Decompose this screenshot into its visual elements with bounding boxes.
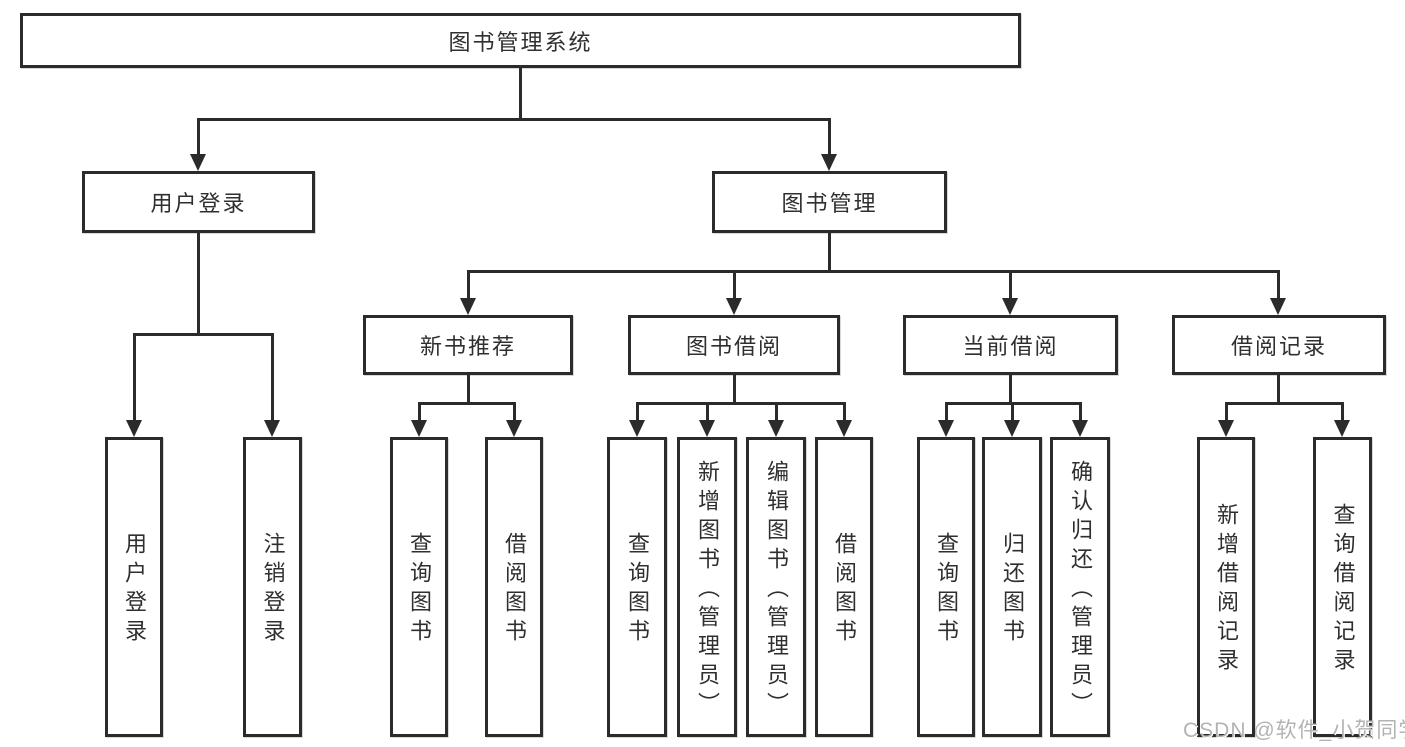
node-book-management: 图书管理: [712, 171, 947, 233]
arrowhead-icon: [1334, 420, 1350, 437]
leaf-query-books-recommend: 查询图书: [390, 437, 448, 737]
connector-line: [418, 402, 516, 405]
leaf-user-login: 用户登录: [105, 437, 163, 737]
leaf-edit-book-admin: 编辑图书（管理员）: [746, 437, 806, 737]
arrowhead-icon: [126, 420, 142, 437]
connector-line: [467, 270, 470, 299]
connector-line: [636, 402, 639, 421]
node-root-library-system: 图书管理系统: [20, 13, 1021, 68]
node-current-borrowing: 当前借阅: [903, 315, 1118, 375]
arrowhead-icon: [699, 420, 715, 437]
arrowhead-icon: [768, 420, 784, 437]
leaf-query-books-current: 查询图书: [917, 437, 975, 737]
connector-line: [133, 333, 136, 421]
connector-line: [271, 333, 274, 421]
leaf-return-book: 归还图书: [982, 437, 1042, 737]
arrowhead-icon: [629, 420, 645, 437]
connector-line: [733, 375, 736, 405]
leaf-add-borrow-record: 新增借阅记录: [1197, 437, 1255, 737]
node-borrowing-records: 借阅记录: [1172, 315, 1386, 375]
leaf-add-book-admin: 新增图书（管理员）: [677, 437, 737, 737]
arrowhead-icon: [1270, 298, 1286, 315]
connector-line: [775, 402, 778, 421]
connector-line: [1277, 270, 1280, 299]
arrowhead-icon: [506, 420, 522, 437]
leaf-confirm-return-admin: 确认归还（管理员）: [1050, 437, 1110, 737]
connector-line: [636, 402, 845, 405]
connector-line: [843, 402, 846, 421]
connector-line: [828, 233, 831, 272]
connector-line: [1009, 375, 1012, 405]
arrowhead-icon: [1218, 420, 1234, 437]
connector-line: [733, 270, 736, 299]
connector-line: [945, 402, 948, 421]
arrowhead-icon: [1004, 420, 1020, 437]
connector-line: [467, 270, 1280, 273]
arrowhead-icon: [190, 154, 206, 171]
arrowhead-icon: [938, 420, 954, 437]
connector-line: [706, 402, 709, 421]
arrowhead-icon: [836, 420, 852, 437]
connector-line: [1341, 402, 1344, 421]
connector-line: [1277, 375, 1280, 405]
node-book-borrowing: 图书借阅: [628, 315, 840, 375]
arrowhead-icon: [460, 298, 476, 315]
connector-line: [197, 118, 200, 155]
connector-line: [519, 68, 522, 120]
leaf-borrow-books-recommend: 借阅图书: [485, 437, 543, 737]
connector-line: [1079, 402, 1082, 421]
connector-line: [197, 233, 200, 336]
leaf-query-books-borrow: 查询图书: [607, 437, 667, 737]
connector-line: [133, 333, 274, 336]
leaf-borrow-books: 借阅图书: [815, 437, 873, 737]
connector-line: [418, 402, 421, 421]
leaf-logout: 注销登录: [243, 437, 302, 737]
node-new-book-recommendation: 新书推荐: [363, 315, 573, 375]
connector-line: [1225, 402, 1228, 421]
connector-line: [1011, 402, 1014, 421]
connector-line: [828, 118, 831, 155]
arrowhead-icon: [1072, 420, 1088, 437]
arrowhead-icon: [726, 298, 742, 315]
arrowhead-icon: [821, 154, 837, 171]
connector-line: [467, 375, 470, 405]
connector-line: [1225, 402, 1344, 405]
arrowhead-icon: [1002, 298, 1018, 315]
connector-line: [1009, 270, 1012, 299]
arrowhead-icon: [411, 420, 427, 437]
arrowhead-icon: [264, 420, 280, 437]
csdn-watermark: CSDN @软件_小贺同学: [1183, 719, 1405, 742]
node-user-login: 用户登录: [82, 171, 315, 233]
connector-line: [513, 402, 516, 421]
leaf-query-borrow-record: 查询借阅记录: [1313, 437, 1372, 737]
connector-line: [197, 118, 830, 121]
